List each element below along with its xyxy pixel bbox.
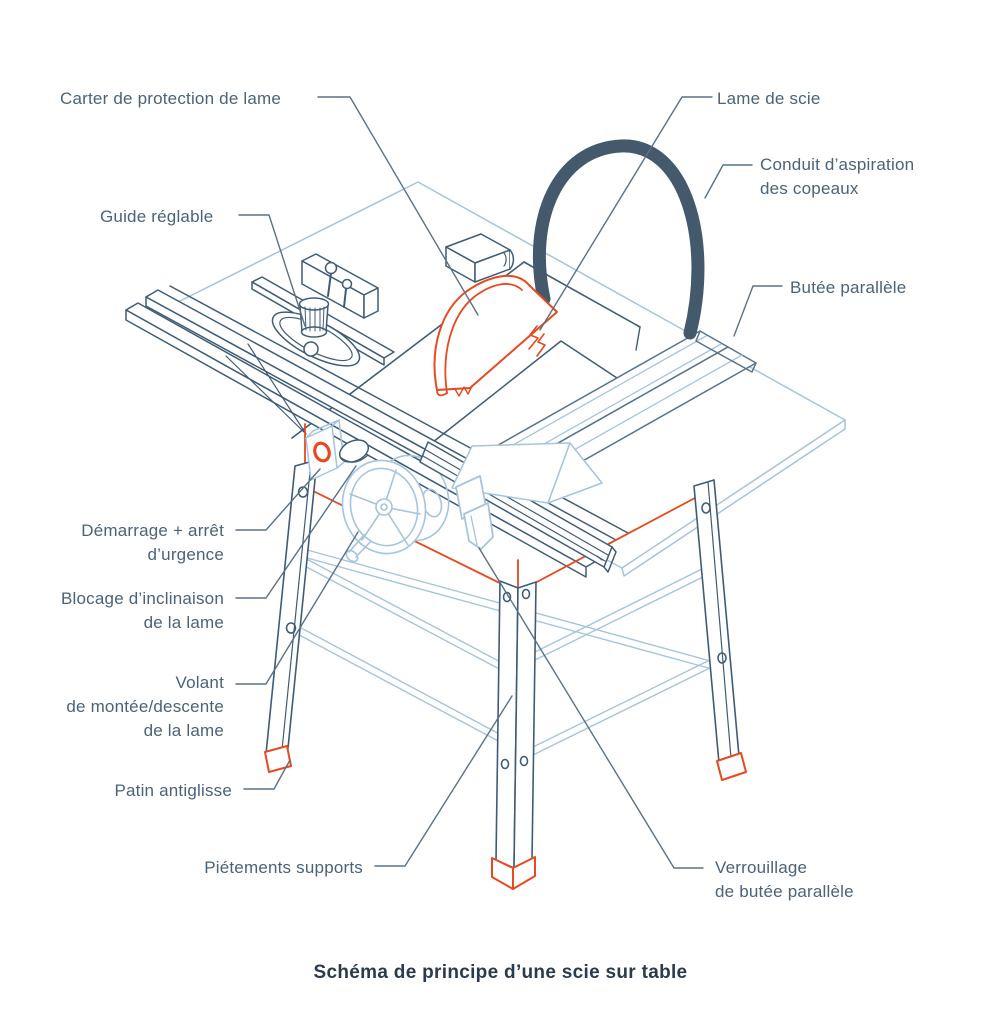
leader-blocage bbox=[235, 465, 357, 599]
leader-pietements bbox=[374, 695, 513, 867]
leader-conduit bbox=[704, 164, 753, 199]
tilt-lock-knob bbox=[338, 439, 370, 463]
leader-carter bbox=[317, 96, 479, 316]
label-saw-blade: Lame de scie bbox=[717, 89, 821, 108]
leader-guide bbox=[238, 214, 306, 327]
saw-blade-teeth bbox=[454, 325, 546, 397]
support-legs bbox=[264, 459, 747, 890]
switch-box bbox=[305, 419, 345, 481]
foot-center bbox=[491, 856, 536, 890]
leader-lines bbox=[235, 96, 783, 869]
label-handwheel: Volant de montée/descente de la lame bbox=[66, 673, 224, 740]
push-block bbox=[445, 233, 515, 283]
blade-guard bbox=[433, 274, 558, 397]
handwheel bbox=[341, 454, 450, 563]
label-fence-lock: Verrouillage de butée parallèle bbox=[715, 858, 854, 901]
leg-center bbox=[491, 580, 537, 890]
label-blade-guard: Carter de protection de lame bbox=[60, 89, 282, 108]
foot-left bbox=[264, 745, 292, 773]
emergency-button bbox=[313, 441, 331, 463]
miter-gauge bbox=[251, 253, 395, 367]
label-foot-pad: Patin antiglisse bbox=[114, 781, 232, 800]
gauge-knob bbox=[298, 297, 330, 338]
label-legs: Piétements supports bbox=[204, 858, 363, 877]
leader-patin bbox=[243, 759, 291, 790]
diagram-title: Schéma de principe d’une scie sur table bbox=[313, 962, 688, 983]
leg-right bbox=[693, 479, 747, 781]
label-dust-hose: Conduit d’aspiration des copeaux bbox=[760, 155, 915, 198]
label-start-stop: Démarrage + arrêt d’urgence bbox=[81, 521, 224, 564]
leader-verrouillage bbox=[478, 547, 704, 869]
leg-left bbox=[264, 459, 318, 773]
leader-butee bbox=[733, 285, 783, 337]
label-rip-fence: Butée parallèle bbox=[790, 278, 907, 297]
dust-hose bbox=[532, 139, 705, 340]
label-miter-gauge: Guide réglable bbox=[100, 207, 214, 226]
fence-lock-lever bbox=[455, 475, 494, 550]
label-tilt-lock: Blocage d’inclinaison de la lame bbox=[61, 589, 224, 632]
leader-lame bbox=[539, 96, 713, 331]
leader-volant bbox=[235, 531, 359, 685]
foot-right bbox=[716, 752, 747, 781]
leader-demarrage bbox=[235, 468, 321, 531]
